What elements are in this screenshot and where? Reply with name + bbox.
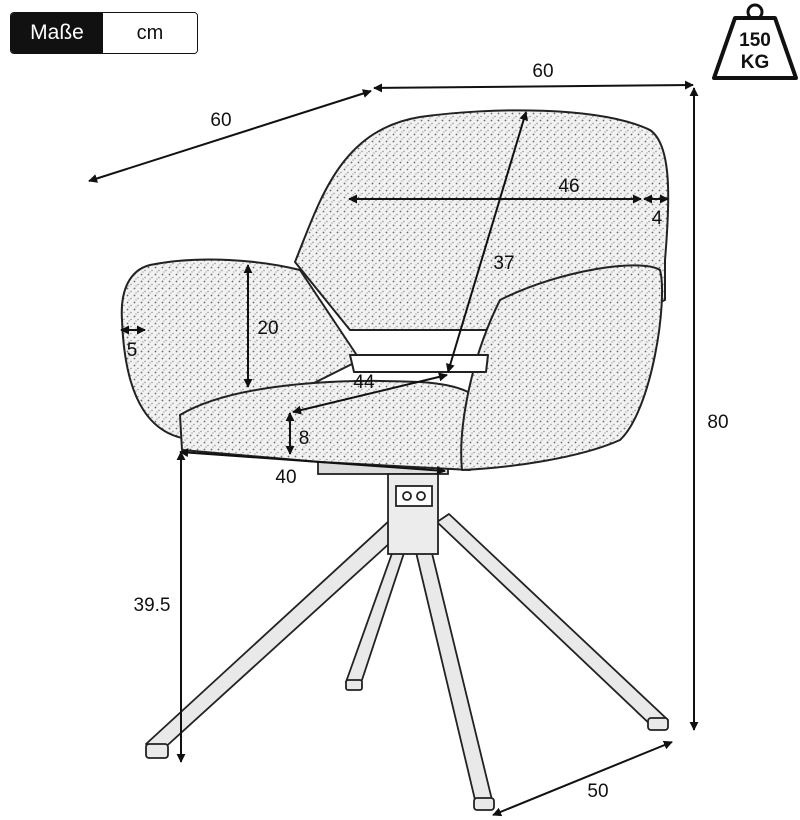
backrest-gap [349,354,489,373]
leg-foot [647,717,669,731]
weight-capacity-unit: KG [741,52,770,73]
dimension-labels: 60 60 80 46 4 37 20 5 44 8 40 39.5 50 [127,61,729,802]
label-seat-thickness: 8 [299,428,310,449]
label-base-width: 50 [587,781,608,802]
dim-line-seat-depth [292,372,448,415]
dimension-lines [88,80,699,817]
measurement-unit: cm [103,13,197,53]
leg-foot [345,679,363,691]
weight-icon: 150 KG [712,3,798,80]
dim-line-overall-depth [88,89,372,183]
label-seat-height: 39.5 [134,595,171,616]
label-backrest-width: 46 [558,176,579,197]
chair-left-armrest [120,258,361,441]
weight-capacity-value: 150 [739,30,771,51]
label-backrest-height: 37 [493,253,514,274]
dim-line-base-width [492,740,673,817]
dim-line-overall-width [373,80,694,93]
label-seat-width: 40 [275,467,296,488]
chair-shell [120,109,670,471]
chair-legs [145,513,669,811]
label-overall-width: 60 [532,61,553,82]
label-overall-height: 80 [707,412,728,433]
dim-line-backrest-height [446,111,528,373]
label-armrest-height: 20 [257,318,278,339]
leg-foot [473,797,495,811]
chair-leg-front-right [414,544,493,805]
label-armrest-top: 4 [652,208,663,229]
measurement-label: Maße [11,13,103,53]
label-armrest-side: 5 [127,340,138,361]
dim-line-seat-width [179,448,446,475]
label-seat-depth: 44 [353,372,375,393]
leg-foot [145,743,169,759]
chair-leg-back-right [436,513,669,729]
measurement-unit-badge: Maße cm [10,12,198,54]
label-overall-depth: 60 [210,110,231,131]
